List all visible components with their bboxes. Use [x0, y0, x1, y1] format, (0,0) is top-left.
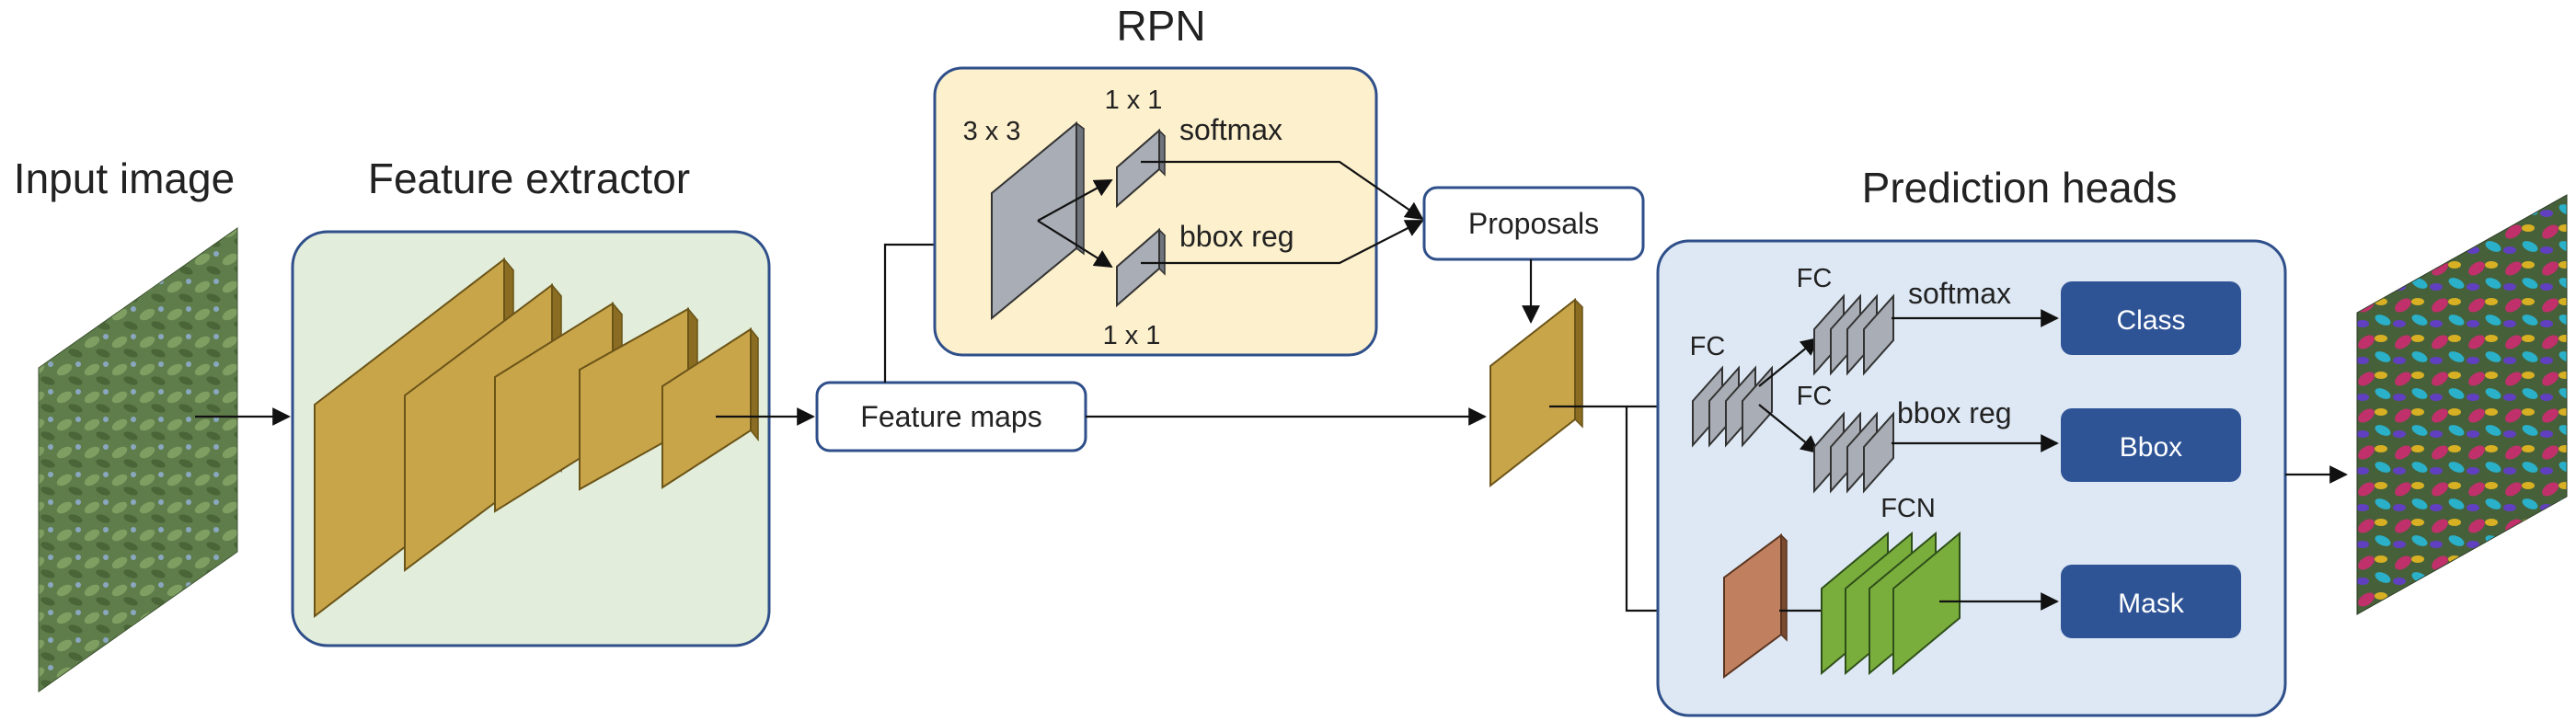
rpn-to-cls-arrow [1037, 179, 1113, 222]
bbox-output-label: Bbox [2120, 432, 2182, 463]
fc-label: FC [1690, 332, 1726, 361]
rpn-conv-slab [990, 120, 1086, 321]
proposals-node [1422, 186, 1645, 261]
rpn-reg-kernel-label: 1 x 1 [1103, 321, 1161, 350]
feature-extractor-layers [313, 257, 760, 619]
proposals-label: Proposals [1468, 207, 1599, 240]
fc-stack [1692, 365, 1773, 448]
class-output-box [2061, 281, 2241, 355]
fc-to-cls-arrow [1758, 337, 1820, 387]
heads-softmax-label: softmax [1908, 277, 2011, 310]
rpn-reg-to-proposals-arrow [1141, 220, 1424, 265]
mask-output-box [2061, 565, 2241, 638]
segmented-leaf-photo-icon [2356, 194, 2568, 615]
fcn-stack [1821, 531, 1961, 676]
input-image-title: Input image [14, 154, 235, 202]
feature-maps-label: Feature maps [860, 400, 1041, 433]
rpn-conv-label: 3 x 3 [963, 117, 1021, 146]
fc-reg-stack [1813, 411, 1894, 494]
feature-extractor-title: Feature extractor [368, 154, 690, 202]
mask-roi-slab [1722, 533, 1788, 679]
rpn-softmax-label: softmax [1179, 113, 1282, 146]
feature-layer-5 [661, 327, 752, 489]
roi-feature-slab [1489, 297, 1584, 488]
rpn-box [933, 66, 1378, 357]
fc-cls-label: FC [1797, 264, 1833, 293]
rpn-bbox-reg-label: bbox reg [1179, 220, 1294, 253]
fc-reg-label: FC [1797, 382, 1833, 411]
mask-output-label: Mask [2118, 589, 2185, 619]
rpn-to-reg-arrow [1037, 220, 1113, 269]
rpn-cls-to-proposals-arrow [1141, 160, 1424, 221]
leaf-photo-icon [38, 227, 238, 692]
bbox-output-box [2061, 408, 2241, 482]
fc-to-reg-arrow [1758, 404, 1820, 454]
fcn-label: FCN [1880, 494, 1936, 523]
rpn-cls-slab [1115, 128, 1167, 209]
heads-bbox-reg-label: bbox reg [1897, 396, 2012, 429]
class-output-label: Class [2116, 305, 2185, 336]
fc-cls-stack [1813, 293, 1894, 376]
rpn-title: RPN [1116, 2, 1205, 50]
prediction-heads-title: Prediction heads [1862, 164, 2178, 212]
rpn-cls-kernel-label: 1 x 1 [1105, 86, 1163, 115]
